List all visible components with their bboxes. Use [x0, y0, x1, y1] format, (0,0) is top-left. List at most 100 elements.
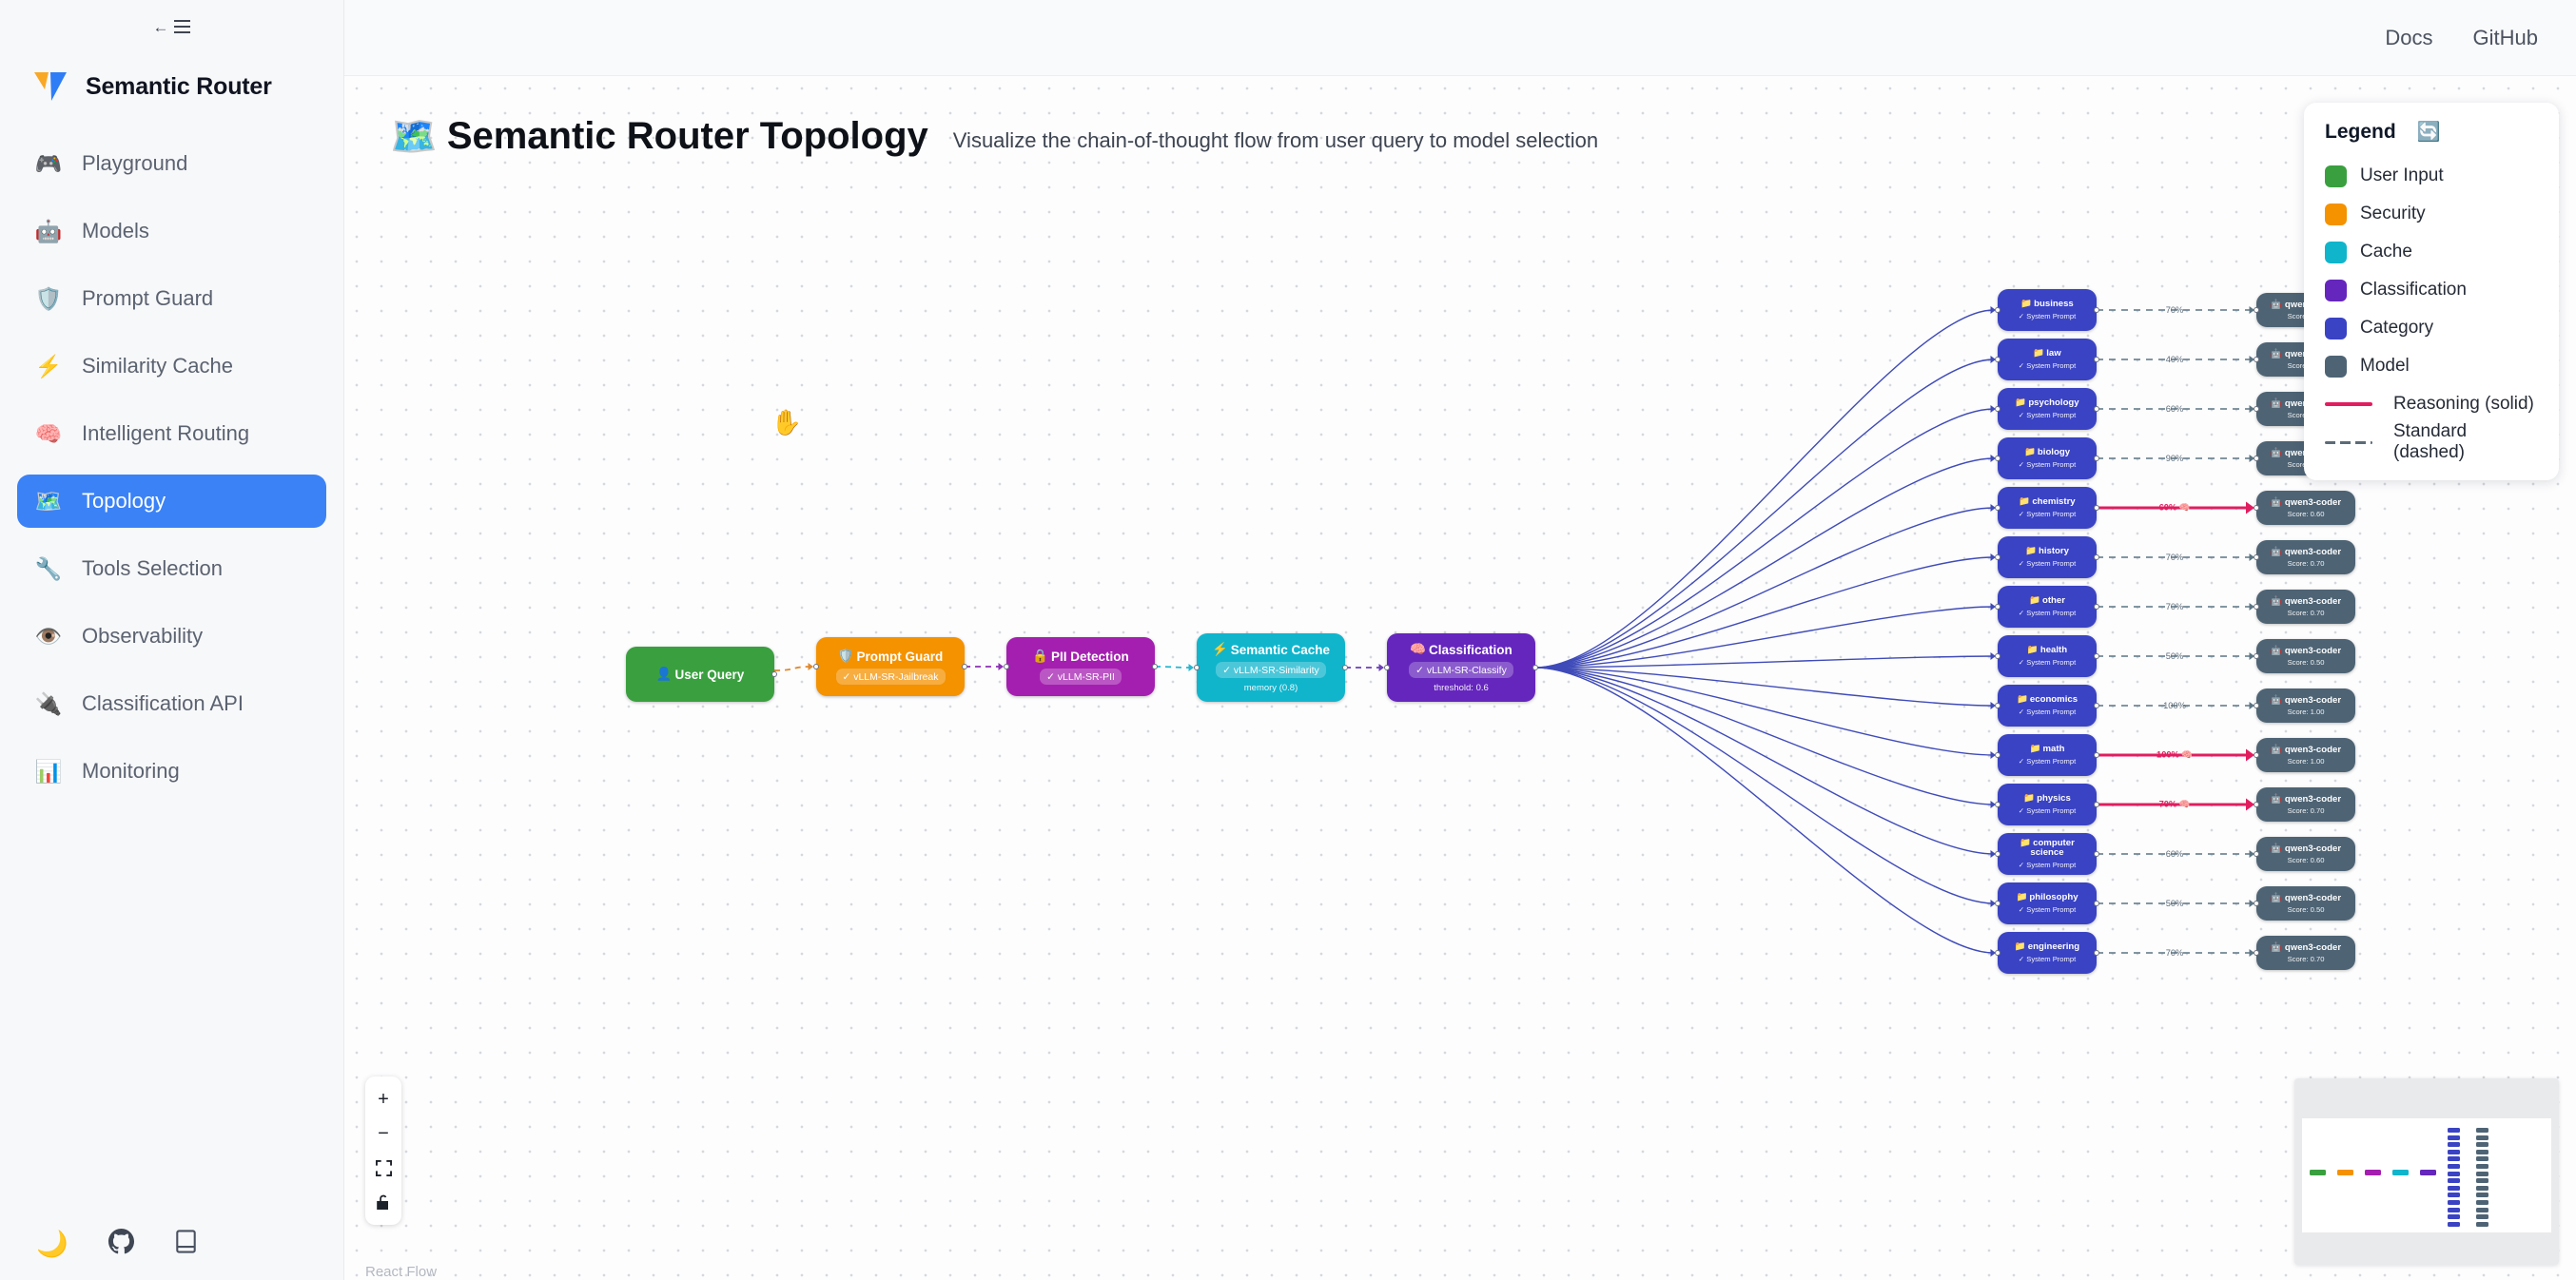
- node-handle-left[interactable]: [1194, 665, 1200, 670]
- node-handle-left[interactable]: [1995, 752, 2000, 758]
- sidebar-item-intelligent-routing[interactable]: 🧠 Intelligent Routing: [17, 407, 326, 460]
- sidebar-item-prompt-guard[interactable]: 🛡️ Prompt Guard: [17, 272, 326, 325]
- fit-view-button[interactable]: [365, 1151, 401, 1185]
- node-handle-left[interactable]: [1995, 357, 2000, 362]
- github-icon[interactable]: [107, 1229, 134, 1259]
- node-handle-left[interactable]: [1995, 554, 2000, 560]
- node-handle-right[interactable]: [962, 664, 967, 669]
- node-handle-left[interactable]: [2254, 950, 2259, 956]
- topology-canvas[interactable]: 🗺️ Semantic Router Topology Visualize th…: [344, 76, 2576, 1280]
- sidebar-item-models[interactable]: 🤖 Models: [17, 204, 326, 258]
- node-handle-left[interactable]: [1995, 950, 2000, 956]
- lock-button[interactable]: [365, 1185, 401, 1219]
- node-category-physics[interactable]: 📁physics✓ System Prompt: [1995, 784, 2099, 825]
- node-handle-left[interactable]: [2254, 653, 2259, 659]
- node-user-query[interactable]: 👤User Query: [626, 647, 777, 702]
- node-category-engineering[interactable]: 📁engineering✓ System Prompt: [1995, 932, 2099, 974]
- node-handle-left[interactable]: [2254, 554, 2259, 560]
- zoom-out-button[interactable]: −: [378, 1122, 389, 1144]
- node-handle-left[interactable]: [1995, 653, 2000, 659]
- node-category-psychology[interactable]: 📁psychology✓ System Prompt: [1995, 388, 2099, 430]
- node-handle-left[interactable]: [1995, 307, 2000, 313]
- node-handle-right[interactable]: [2094, 554, 2099, 560]
- node-handle-left[interactable]: [1995, 456, 2000, 461]
- node-handle-right[interactable]: [2094, 357, 2099, 362]
- node-handle-left[interactable]: [813, 664, 819, 669]
- node-handle-left[interactable]: [1995, 505, 2000, 511]
- refresh-icon[interactable]: 🔄: [2416, 122, 2441, 143]
- node-handle-right[interactable]: [1152, 664, 1158, 669]
- react-flow-viewport[interactable]: 👤User Query 🛡️Prompt Guard✓ vLLM-SR-Jailb…: [344, 76, 2576, 1280]
- node-handle-left[interactable]: [2254, 703, 2259, 708]
- node-handle-right[interactable]: [2094, 901, 2099, 906]
- node-handle-right[interactable]: [2094, 604, 2099, 610]
- node-category-economics[interactable]: 📁economics✓ System Prompt: [1995, 685, 2099, 727]
- node-handle-left[interactable]: [2254, 307, 2259, 313]
- sidebar-item-classification-api[interactable]: 🔌 Classification API: [17, 677, 326, 730]
- book-icon[interactable]: [174, 1229, 198, 1259]
- node-handle-left[interactable]: [2254, 802, 2259, 807]
- minimap[interactable]: [2294, 1078, 2559, 1265]
- node-category-philosophy[interactable]: 📁philosophy✓ System Prompt: [1995, 882, 2099, 924]
- node-handle-left[interactable]: [2254, 505, 2259, 511]
- node-handle-right[interactable]: [2094, 703, 2099, 708]
- node-handle-left[interactable]: [2254, 357, 2259, 362]
- docs-link[interactable]: Docs: [2385, 25, 2433, 49]
- node-handle-right[interactable]: [1342, 665, 1348, 670]
- zoom-in-button[interactable]: +: [378, 1088, 389, 1110]
- node-handle-right[interactable]: [2094, 505, 2099, 511]
- sidebar-item-similarity-cache[interactable]: ⚡ Similarity Cache: [17, 339, 326, 393]
- node-handle-left[interactable]: [2254, 901, 2259, 906]
- node-handle-right[interactable]: [2094, 950, 2099, 956]
- node-handle-right[interactable]: [2094, 752, 2099, 758]
- node-handle-left[interactable]: [2254, 456, 2259, 461]
- sidebar-item-tools-selection[interactable]: 🔧 Tools Selection: [17, 542, 326, 595]
- node-pii-detection[interactable]: 🔒PII Detection✓ vLLM-SR-PII: [1004, 637, 1158, 696]
- react-flow-attribution[interactable]: React Flow: [365, 1264, 438, 1280]
- node-handle-right[interactable]: [2094, 653, 2099, 659]
- node-prompt-guard[interactable]: 🛡️Prompt Guard✓ vLLM-SR-Jailbreak: [813, 637, 967, 696]
- node-category-law[interactable]: 📁law✓ System Prompt: [1995, 339, 2099, 380]
- node-category-math[interactable]: 📁math✓ System Prompt: [1995, 734, 2099, 776]
- node-handle-right[interactable]: [2094, 456, 2099, 461]
- node-category-history[interactable]: 📁history✓ System Prompt: [1995, 536, 2099, 578]
- sidebar-item-monitoring[interactable]: 📊 Monitoring: [17, 745, 326, 798]
- node-category-chemistry[interactable]: 📁chemistry✓ System Prompt: [1995, 487, 2099, 529]
- node-handle-right[interactable]: [771, 671, 777, 677]
- node-handle-left[interactable]: [1995, 802, 2000, 807]
- node-handle-right[interactable]: [2094, 851, 2099, 857]
- node-handle-left[interactable]: [2254, 851, 2259, 857]
- node-category-biology[interactable]: 📁biology✓ System Prompt: [1995, 437, 2099, 479]
- node-handle-left[interactable]: [1995, 851, 2000, 857]
- node-handle-left[interactable]: [1004, 664, 1009, 669]
- sidebar-item-playground[interactable]: 🎮 Playground: [17, 137, 326, 190]
- node-handle-right[interactable]: [2094, 307, 2099, 313]
- moon-icon[interactable]: 🌙: [36, 1229, 68, 1258]
- node-handle-left[interactable]: [2254, 752, 2259, 758]
- node-handle-left[interactable]: [2254, 604, 2259, 610]
- collapse-menu-icon[interactable]: ←: [153, 19, 191, 35]
- node-handle-left[interactable]: [1995, 604, 2000, 610]
- node-handle-right[interactable]: [1532, 665, 1538, 670]
- sidebar-item-topology[interactable]: 🗺️ Topology: [17, 475, 326, 528]
- node-handle-left[interactable]: [1995, 901, 2000, 906]
- node-handle-left[interactable]: [2254, 406, 2259, 412]
- node-handle-left[interactable]: [1384, 665, 1390, 670]
- node-category-health[interactable]: 📁health✓ System Prompt: [1995, 635, 2099, 677]
- github-link[interactable]: GitHub: [2472, 25, 2538, 49]
- node-handle-right[interactable]: [2094, 802, 2099, 807]
- brand[interactable]: Semantic Router: [0, 53, 343, 112]
- node-category-business[interactable]: 📁business✓ System Prompt: [1995, 289, 2099, 331]
